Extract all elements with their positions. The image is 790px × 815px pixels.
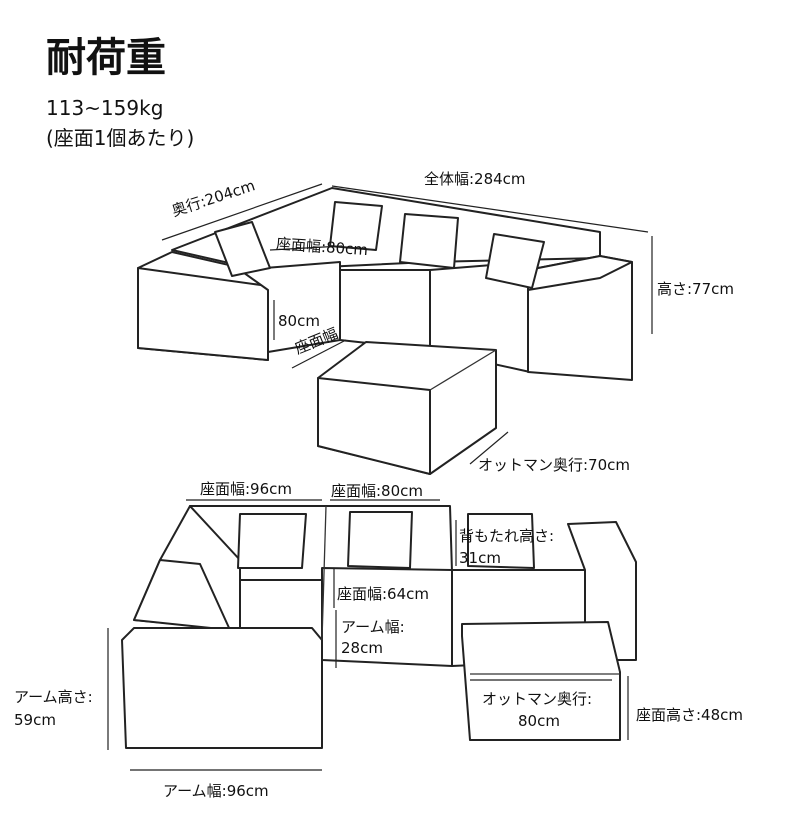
corner-sofa-top-illustration bbox=[137, 187, 633, 475]
top-dimension-lines bbox=[161, 183, 653, 465]
arm-width-96-label: アーム幅:96cm bbox=[163, 782, 269, 800]
page-title: 耐荷重 bbox=[46, 35, 166, 81]
total-width-label: 全体幅:284cm bbox=[424, 170, 526, 188]
backrest-height-label: 背もたれ高さ: bbox=[459, 527, 555, 545]
seat-height-label: 座面高さ:48cm bbox=[636, 706, 743, 724]
seat-depth-value: 80cm bbox=[278, 312, 320, 330]
ottoman-depth-front-label: オットマン奥行: bbox=[482, 690, 593, 708]
ottoman-depth-front-value: 80cm bbox=[518, 712, 560, 730]
corner-sofa-front-illustration bbox=[121, 505, 637, 749]
height-label: 高さ:77cm bbox=[657, 280, 734, 298]
backrest-height-value: 31cm bbox=[459, 549, 501, 567]
load-capacity-note: (座面1個あたり) bbox=[46, 126, 195, 150]
seat-width-96-label: 座面幅:96cm bbox=[200, 480, 292, 498]
arm-width-label: アーム幅: bbox=[341, 618, 405, 636]
arm-width-value: 28cm bbox=[341, 639, 383, 657]
seat-width-80-label: 座面幅:80cm bbox=[331, 482, 423, 500]
arm-height-label: アーム高さ: bbox=[14, 688, 93, 706]
seat-width-64-label: 座面幅:64cm bbox=[337, 585, 429, 603]
ottoman-depth-label: オットマン奥行:70cm bbox=[478, 456, 631, 474]
load-capacity-value: 113~159kg bbox=[46, 96, 164, 120]
front-dimension-lines bbox=[107, 499, 629, 771]
arm-height-value: 59cm bbox=[14, 711, 56, 729]
